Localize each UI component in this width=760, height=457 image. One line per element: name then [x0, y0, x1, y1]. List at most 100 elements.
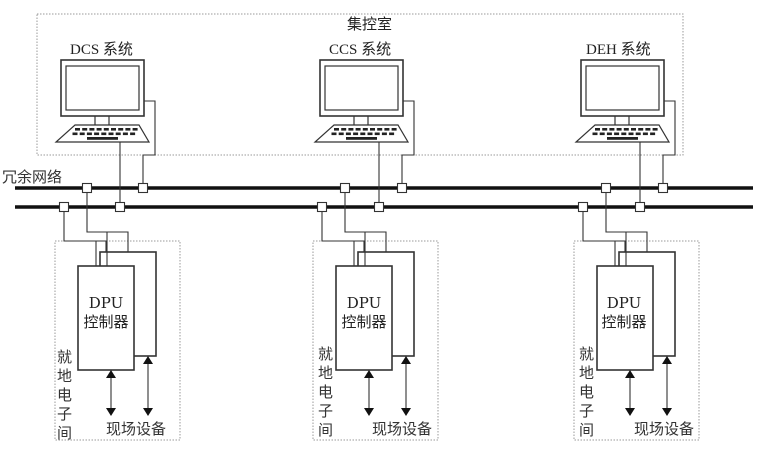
workstation-link-a: [662, 100, 676, 188]
key: [360, 132, 366, 136]
dpu-main-box: [77, 265, 135, 371]
key: [101, 132, 107, 136]
workstation-deh[interactable]: [574, 59, 671, 143]
key: [638, 128, 644, 131]
dpu-line1: DPU: [88, 294, 124, 312]
key: [108, 132, 114, 136]
key: [642, 132, 648, 136]
key: [609, 128, 615, 131]
key: [130, 132, 136, 136]
key: [132, 128, 138, 131]
network-node: [577, 201, 589, 213]
network-label: 冗余网络: [2, 168, 63, 186]
key: [79, 132, 85, 136]
key: [338, 132, 344, 136]
key: [631, 128, 636, 131]
key: [96, 128, 102, 131]
network-node: [58, 201, 70, 213]
network-node: [339, 182, 351, 194]
network-node: [657, 182, 669, 194]
key: [645, 128, 651, 131]
field-room-2: [312, 182, 439, 441]
field-room-label-3: 就地电子间: [579, 345, 595, 439]
field-devices-label-2: 现场设备: [372, 420, 433, 438]
dpu-controller-1[interactable]: DPU 控制器: [78, 294, 134, 332]
dpu-line2: 控制器: [83, 313, 129, 331]
key: [374, 132, 380, 136]
key: [103, 128, 109, 131]
key: [355, 128, 361, 131]
field-room-label-1: 就地电子间: [57, 348, 73, 442]
workstation-label-dcs: DCS 系统: [70, 42, 133, 58]
key: [599, 132, 605, 136]
key: [621, 132, 627, 136]
network-node: [316, 201, 328, 213]
monitor-screen: [65, 65, 140, 111]
key: [82, 128, 88, 131]
dpu-line1: DPU: [606, 294, 642, 312]
key: [94, 132, 100, 136]
dpu-main-box: [596, 265, 654, 371]
workstation-link-a: [142, 100, 156, 188]
workstation-label-deh: DEH 系统: [586, 42, 651, 58]
link-bus-b: [63, 207, 107, 252]
key: [370, 128, 375, 131]
key: [635, 132, 641, 136]
key: [592, 132, 598, 136]
key: [334, 128, 339, 131]
key: [115, 132, 121, 136]
key: [595, 128, 600, 131]
network-node: [396, 182, 408, 194]
key: [389, 132, 395, 136]
key: [72, 132, 78, 136]
key: [341, 128, 347, 131]
key: [348, 128, 354, 131]
key: [614, 132, 620, 136]
network-node: [373, 201, 385, 213]
dpu-line2: 控制器: [341, 313, 387, 331]
workstation-ccs[interactable]: [313, 59, 410, 143]
key: [377, 128, 383, 131]
key: [628, 132, 634, 136]
key: [381, 132, 387, 136]
key: [602, 128, 608, 131]
key: [384, 128, 390, 131]
dpu-controller-2[interactable]: DPU 控制器: [336, 294, 392, 332]
workstation-label-ccs: CCS 系统: [329, 42, 392, 58]
key: [111, 128, 116, 131]
monitor-screen: [324, 65, 399, 111]
control-room-title: 集控室: [347, 17, 393, 33]
link-bus-b: [582, 207, 626, 252]
key: [86, 132, 92, 136]
field-devices-label-1: 现场设备: [106, 420, 167, 438]
spacebar: [87, 137, 118, 140]
key: [367, 132, 373, 136]
link-bus-b: [321, 207, 365, 252]
monitor-screen: [585, 65, 660, 111]
key: [75, 128, 80, 131]
field-room-3: [573, 182, 700, 441]
key: [122, 132, 128, 136]
key: [623, 128, 629, 131]
field-room-1: [54, 182, 181, 441]
spacebar: [346, 137, 377, 140]
key: [125, 128, 131, 131]
dpu-controller-3[interactable]: DPU 控制器: [596, 294, 652, 332]
workstation-dcs[interactable]: [54, 59, 151, 143]
key: [650, 132, 656, 136]
workstation-link-a: [401, 100, 415, 188]
key: [616, 128, 622, 131]
key: [89, 128, 95, 131]
field-room-label-2: 就地电子间: [318, 345, 334, 439]
key: [345, 132, 351, 136]
network-node: [600, 182, 612, 194]
dpu-line2: 控制器: [601, 313, 647, 331]
key: [391, 128, 397, 131]
key: [353, 132, 359, 136]
dpu-line1: DPU: [346, 294, 382, 312]
key: [331, 132, 337, 136]
key: [118, 128, 124, 131]
network-node: [81, 182, 93, 194]
spacebar: [607, 137, 638, 140]
